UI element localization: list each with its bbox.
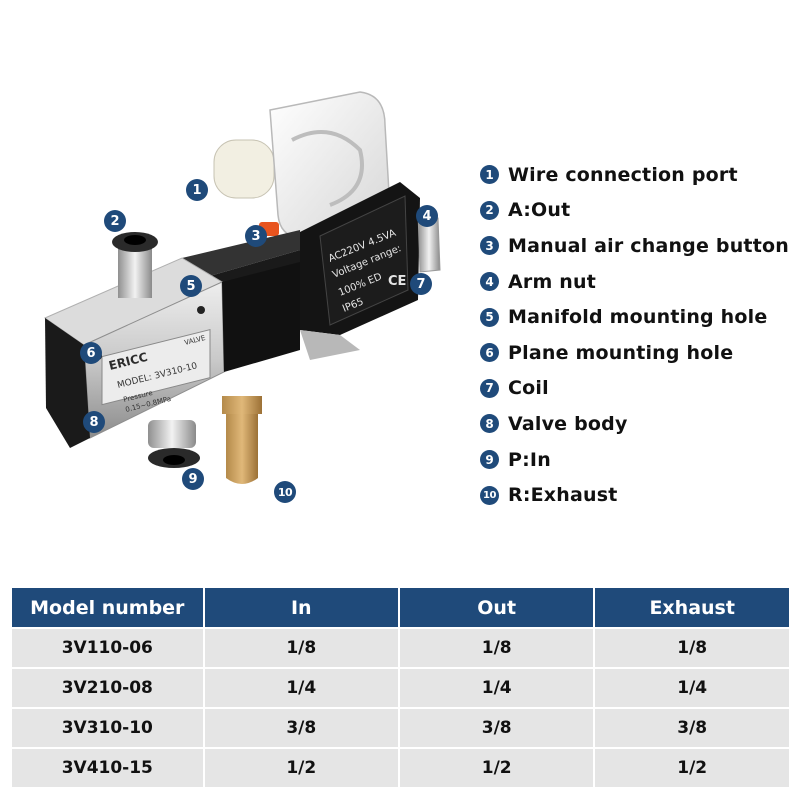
legend-item: 3 Manual air change button <box>480 228 790 264</box>
cell-model: 3V310-10 <box>12 709 203 749</box>
cell-out: 1/2 <box>399 749 594 789</box>
legend-label: Plane mounting hole <box>508 341 734 364</box>
table-row: 3V310-10 3/8 3/8 3/8 <box>12 709 789 749</box>
table-row: 3V210-08 1/4 1/4 1/4 <box>12 669 789 709</box>
cell-model: 3V410-15 <box>12 749 203 789</box>
cell-out: 3/8 <box>399 709 594 749</box>
callout-10-marker: 10 <box>274 481 296 503</box>
legend-item: 9 P:In <box>480 442 790 478</box>
fitting-a-shape <box>112 232 158 298</box>
legend-label: Wire connection port <box>508 163 738 186</box>
legend-item: 8 Valve body <box>480 406 790 442</box>
legend-number: 9 <box>480 450 499 470</box>
column-header-model: Model number <box>12 588 203 629</box>
table-row: 3V410-15 1/2 1/2 1/2 <box>12 749 789 789</box>
legend-item: 10 R:Exhaust <box>480 477 790 513</box>
column-header-exhaust: Exhaust <box>595 588 789 629</box>
legend-item: 6 Plane mounting hole <box>480 335 790 371</box>
legend-label: Manual air change button <box>508 234 789 257</box>
legend-item: 2 A:Out <box>480 193 790 229</box>
legend-label: Arm nut <box>508 270 597 293</box>
fitting-p-shape <box>148 420 200 468</box>
legend-number: 10 <box>480 485 499 505</box>
legend-number: 5 <box>480 307 499 327</box>
cell-in: 1/2 <box>204 749 398 789</box>
callout-2-marker: 2 <box>104 210 126 232</box>
legend-item: 4 Arm nut <box>480 264 790 300</box>
table-header-row: Model number In Out Exhaust <box>12 588 789 629</box>
product-illustration: AC220V 4.5VA Voltage range: 100% ED IP65… <box>0 0 470 540</box>
callout-7-marker: 7 <box>410 273 432 295</box>
legend-label: Valve body <box>508 412 628 435</box>
cell-in: 1/4 <box>204 669 398 709</box>
cell-exhaust: 1/2 <box>595 749 789 789</box>
column-header-out: Out <box>399 588 594 629</box>
legend-label: Coil <box>508 377 549 400</box>
valve-body-shape: ERICC VALVE MODEL: 3V310-10 Pressure 0.1… <box>43 257 300 448</box>
callout-4-marker: 4 <box>416 205 438 227</box>
cell-exhaust: 1/4 <box>595 669 789 709</box>
legend-number: 6 <box>480 343 499 363</box>
legend-label: A:Out <box>508 199 571 222</box>
legend-number: 1 <box>480 165 499 185</box>
legend-item: 7 Coil <box>480 371 790 407</box>
legend-number: 4 <box>480 272 499 292</box>
cell-exhaust: 3/8 <box>595 709 789 749</box>
legend-label: Manifold mounting hole <box>508 306 768 329</box>
legend-number: 7 <box>480 378 499 398</box>
legend-number: 8 <box>480 414 499 434</box>
cell-out: 1/8 <box>399 629 594 669</box>
cell-out: 1/4 <box>399 669 594 709</box>
svg-text:CE: CE <box>388 274 406 289</box>
parts-legend: 1 Wire connection port 2 A:Out 3 Manual … <box>480 157 790 513</box>
callout-1-marker: 1 <box>186 179 208 201</box>
legend-label: P:In <box>508 448 551 471</box>
table-row: 3V110-06 1/8 1/8 1/8 <box>12 629 789 669</box>
callout-6-marker: 6 <box>80 342 102 364</box>
cell-in: 3/8 <box>204 709 398 749</box>
coil-shape: AC220V 4.5VA Voltage range: 100% ED IP65… <box>300 182 420 335</box>
callout-8-marker: 8 <box>83 411 105 433</box>
callout-9-marker: 9 <box>182 468 204 490</box>
callout-5-marker: 5 <box>180 275 202 297</box>
legend-number: 2 <box>480 200 499 220</box>
legend-number: 3 <box>480 236 499 256</box>
cell-model: 3V110-06 <box>12 629 203 669</box>
legend-item: 1 Wire connection port <box>480 157 790 193</box>
spec-table: Model number In Out Exhaust 3V110-06 1/8… <box>10 588 791 789</box>
cell-exhaust: 1/8 <box>595 629 789 669</box>
solenoid-valve-drawing: AC220V 4.5VA Voltage range: 100% ED IP65… <box>43 91 441 484</box>
column-header-in: In <box>204 588 398 629</box>
callout-3-marker: 3 <box>245 225 267 247</box>
cell-in: 1/8 <box>204 629 398 669</box>
legend-item: 5 Manifold mounting hole <box>480 299 790 335</box>
legend-label: R:Exhaust <box>508 484 618 507</box>
cell-model: 3V210-08 <box>12 669 203 709</box>
muffler-shape <box>222 396 262 484</box>
